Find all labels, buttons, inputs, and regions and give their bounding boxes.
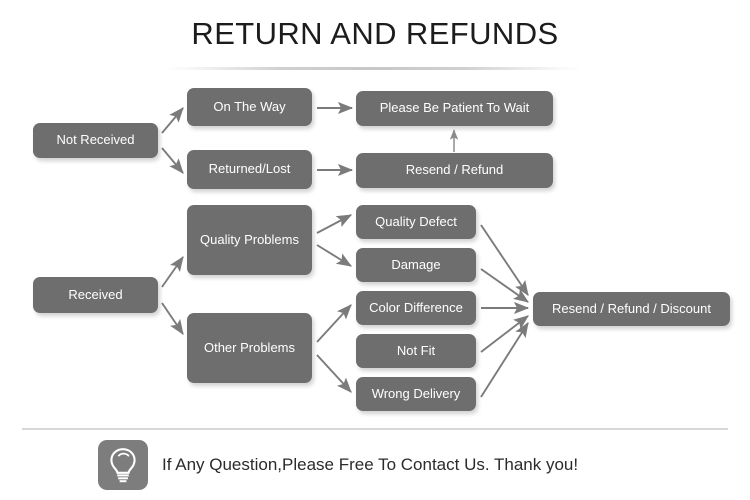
node-color-difference[interactable]: Color Difference [356,291,476,325]
node-returned-lost[interactable]: Returned/Lost [187,150,312,189]
node-received[interactable]: Received [33,277,158,313]
edge-received-other-problems [161,302,184,335]
node-wrong-delivery[interactable]: Wrong Delivery [356,377,476,411]
edge-damage-resend-refund-discount [480,268,529,303]
node-not-fit[interactable]: Not Fit [356,334,476,368]
title-divider [163,67,583,70]
edge-not-received-on-the-way [161,107,184,134]
edge-wrong-delivery-resend-refund-discount [480,322,529,398]
edge-quality-problems-quality-defect [316,214,353,234]
node-not-received[interactable]: Not Received [33,123,158,158]
page-title: RETURN AND REFUNDS [191,16,559,51]
lightbulb-icon [98,440,148,490]
edge-not-received-returned-lost [161,147,184,174]
edge-received-quality-problems [161,256,184,288]
edge-quality-defect-resend-refund-discount [480,224,529,296]
edge-other-problems-color-difference [316,304,352,343]
node-please-be-patient-to-wait[interactable]: Please Be Patient To Wait [356,91,553,126]
footer-divider [22,428,728,430]
node-on-the-way[interactable]: On The Way [187,88,312,126]
node-other-problems[interactable]: Other Problems [187,313,312,383]
node-resend-refund-discount[interactable]: Resend / Refund / Discount [533,292,730,326]
edge-other-problems-wrong-delivery [316,354,352,393]
node-quality-problems[interactable]: Quality Problems [187,205,312,275]
node-resend-refund[interactable]: Resend / Refund [356,153,553,188]
edge-not-fit-resend-refund-discount [480,315,529,353]
node-quality-defect[interactable]: Quality Defect [356,205,476,239]
edge-quality-problems-damage [316,244,352,267]
node-damage[interactable]: Damage [356,248,476,282]
footer-text: If Any Question,Please Free To Contact U… [162,455,579,474]
footer: If Any Question,Please Free To Contact U… [98,440,578,490]
